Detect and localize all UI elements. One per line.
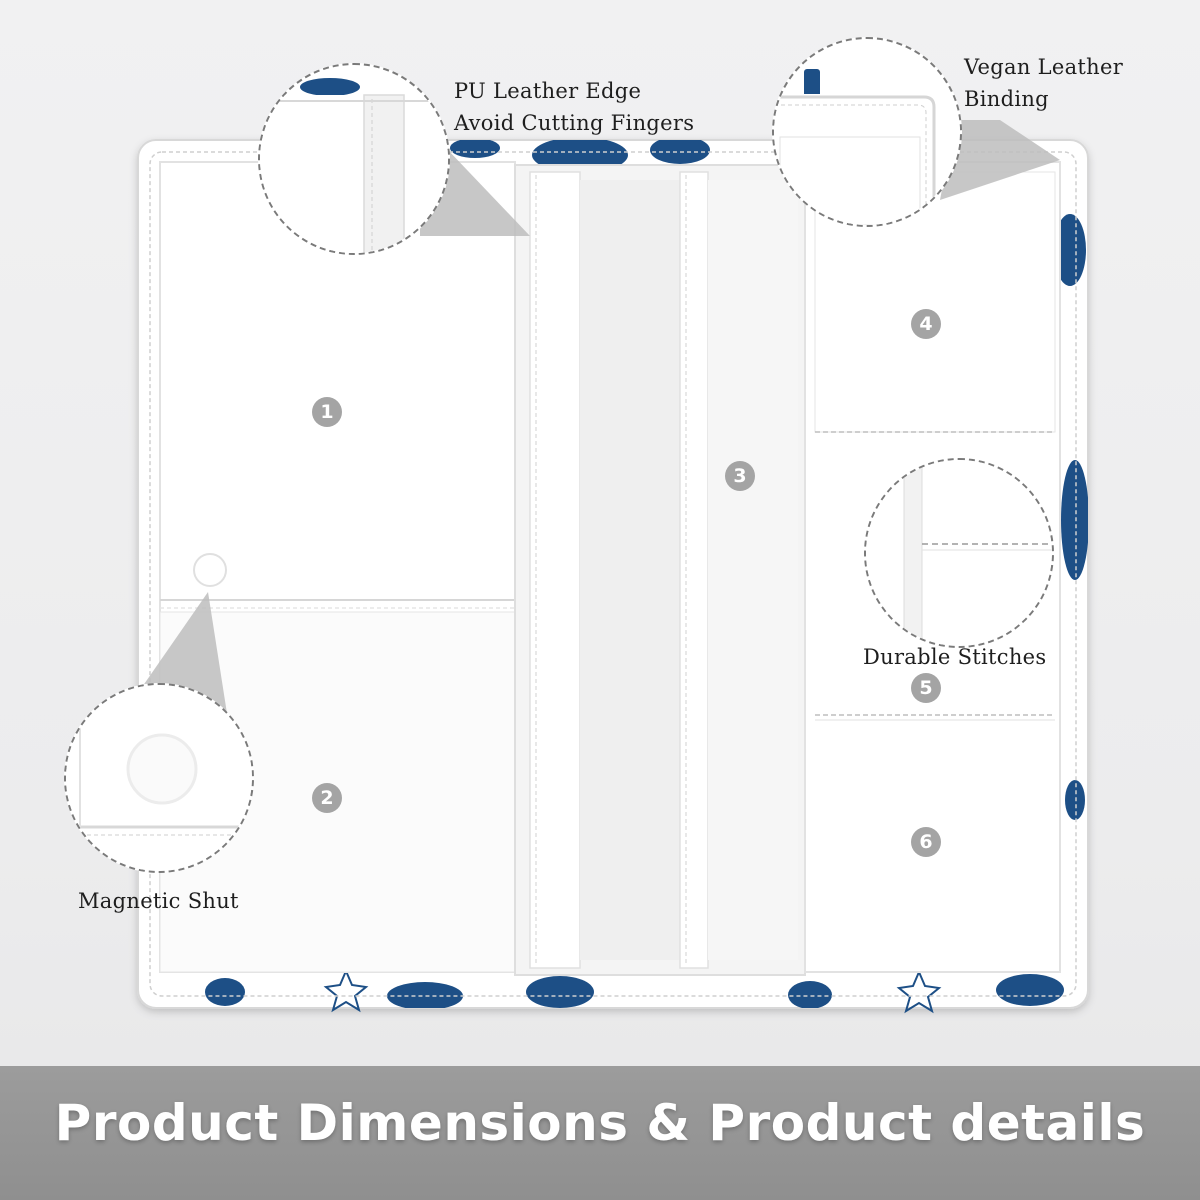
pu-edge-magnifier bbox=[258, 63, 450, 255]
banner-title: Product Dimensions & Product details bbox=[54, 1094, 1146, 1152]
magnetic-magnifier bbox=[64, 683, 254, 873]
stitches-callout: Durable Stitches bbox=[863, 645, 1047, 669]
starfish-pattern bbox=[323, 968, 942, 1014]
magnetic-callout: Magnetic Shut bbox=[78, 889, 239, 913]
bottom-banner bbox=[0, 1066, 1200, 1200]
pocket-number-2: 2 bbox=[312, 783, 342, 813]
pocket-number-6: 6 bbox=[911, 827, 941, 857]
vegan-binding-magnifier bbox=[772, 37, 962, 227]
pocket-number-5: 5 bbox=[911, 673, 941, 703]
pocket-number-4: 4 bbox=[911, 309, 941, 339]
pu-edge-line2: Avoid Cutting Fingers bbox=[454, 111, 695, 135]
magnetic-snap bbox=[193, 553, 227, 587]
pocket-number-1: 1 bbox=[312, 397, 342, 427]
vegan-binding-line2: Binding bbox=[964, 87, 1049, 111]
vegan-binding-line1: Vegan Leather bbox=[964, 55, 1124, 79]
magnetic-snap-icon bbox=[126, 733, 198, 805]
pocket-number-3: 3 bbox=[725, 461, 755, 491]
pu-edge-line1: PU Leather Edge bbox=[454, 79, 642, 103]
stitches-magnifier bbox=[864, 458, 1054, 648]
pu-edge-callout: PU Leather Edge Avoid Cutting Fingers bbox=[454, 75, 694, 139]
vegan-binding-callout: Vegan Leather Binding bbox=[964, 51, 1123, 115]
